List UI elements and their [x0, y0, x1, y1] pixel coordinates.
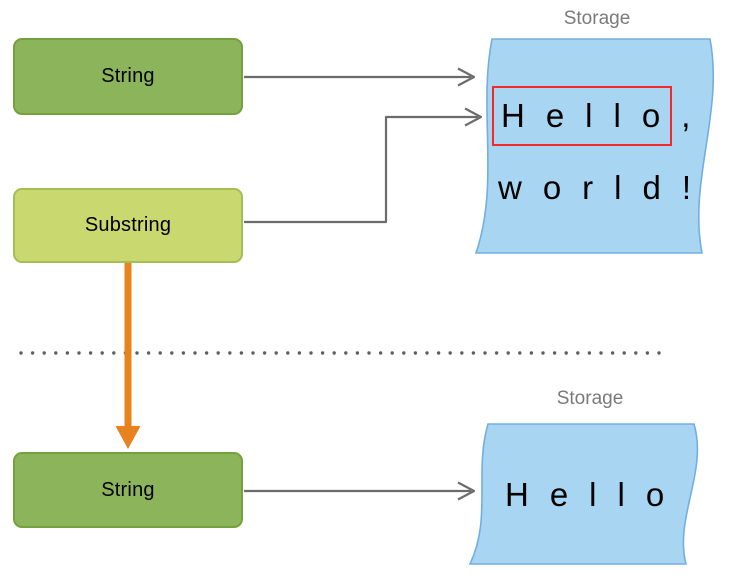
string-box-top-label: String: [101, 65, 155, 87]
substring-box-label: Substring: [84, 214, 172, 236]
storage-label-bottom: Storage: [556, 388, 624, 409]
storage-text-world-bang: world!: [498, 169, 712, 208]
storage-flag-top: [474, 38, 715, 254]
storage-text-bang: !: [681, 169, 713, 206]
string-box-bottom-label: String: [101, 478, 155, 501]
string-box-top: String: [13, 38, 243, 115]
storage-bottom-text-hello: Hello: [505, 476, 686, 513]
arrow-substring-to-string: [115, 262, 141, 449]
storage-text-hello: Hello: [501, 97, 682, 134]
substring-box: Substring: [13, 188, 243, 263]
storage-label-top: Storage: [563, 8, 631, 29]
storage-text-world: world: [498, 169, 682, 206]
arrow-substring-to-storage: [244, 107, 483, 224]
storage-text-hello-comma: Hello,: [501, 97, 711, 136]
hello-highlight-box: [492, 86, 672, 146]
string-box-bottom: String: [13, 452, 243, 528]
storage-flag-bottom: [468, 423, 699, 565]
storage-text-comma: ,: [681, 97, 712, 134]
arrow-string-bottom-to-storage: [244, 481, 476, 501]
arrow-string-top-to-storage: [244, 67, 476, 87]
